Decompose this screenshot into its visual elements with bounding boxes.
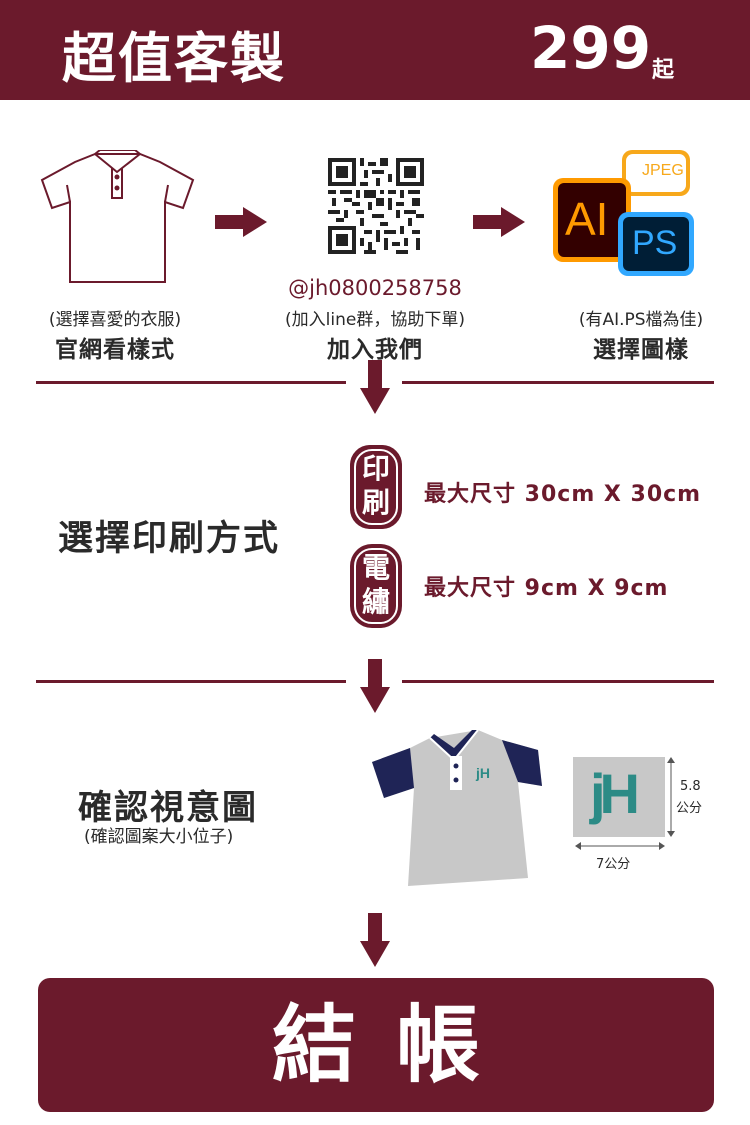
height-dimension-icon — [667, 757, 675, 837]
embroidery-badge-border — [354, 548, 398, 624]
divider — [36, 381, 346, 384]
step1-note: (選擇喜愛的衣服) — [48, 310, 182, 330]
print-spec: 最大尺寸 30cm X 30cm — [424, 482, 702, 507]
width-dimension-icon — [575, 842, 665, 850]
jpeg-file-icon: JPEG — [622, 150, 690, 196]
divider — [36, 680, 346, 683]
price-value: 299 — [530, 14, 652, 82]
checkout-label[interactable]: 結帳 — [271, 996, 520, 1094]
embroidery-badge-char: 電 — [361, 551, 390, 584]
width-label: 7公分 — [596, 857, 631, 872]
divider — [402, 680, 714, 683]
arrow-down-icon — [360, 659, 390, 713]
step1-label[interactable]: 官網看樣式 — [55, 337, 175, 363]
qr-code-icon[interactable] — [328, 158, 424, 254]
logo-preview — [573, 757, 665, 837]
print-badge-char: 刷 — [361, 486, 390, 519]
confirm-section-title: 確認視意圖 — [78, 788, 258, 828]
step3-note: (有AI.PS檔為佳) — [578, 310, 704, 330]
print-section-title: 選擇印刷方式 — [58, 519, 281, 559]
print-badge-border — [354, 449, 398, 525]
print-badge-char: 印 — [361, 452, 390, 485]
line-handle[interactable]: @jh0800258758 — [288, 276, 462, 300]
arrow-right-icon — [215, 207, 270, 237]
page-title: 超值客製 — [62, 27, 286, 90]
checkout-button[interactable] — [38, 978, 714, 1112]
photoshop-file-icon: PS — [618, 212, 694, 276]
polo-mockup-image: jH — [372, 730, 542, 886]
step2-label[interactable]: 加入我們 — [327, 337, 423, 363]
confirm-section-note: (確認圖案大小位子) — [84, 827, 234, 847]
price-suffix: 起 — [652, 58, 675, 83]
step3-label[interactable]: 選擇圖樣 — [593, 337, 689, 363]
height-unit: 公分 — [676, 801, 703, 816]
divider — [402, 381, 714, 384]
polo-shirt-outline-icon — [40, 150, 195, 283]
height-value: 5.8 — [680, 779, 701, 794]
step2-note: (加入line群，協助下單) — [285, 310, 465, 330]
embroidery-spec: 最大尺寸 9cm X 9cm — [424, 576, 669, 601]
embroidery-badge-char: 繡 — [361, 585, 390, 618]
svg-text:jH: jH — [475, 765, 490, 781]
arrow-down-icon — [360, 913, 390, 967]
arrow-right-icon — [473, 207, 528, 237]
header-banner — [0, 0, 750, 100]
logo-preview-text: jH — [590, 762, 640, 825]
arrow-down-icon — [360, 360, 390, 414]
